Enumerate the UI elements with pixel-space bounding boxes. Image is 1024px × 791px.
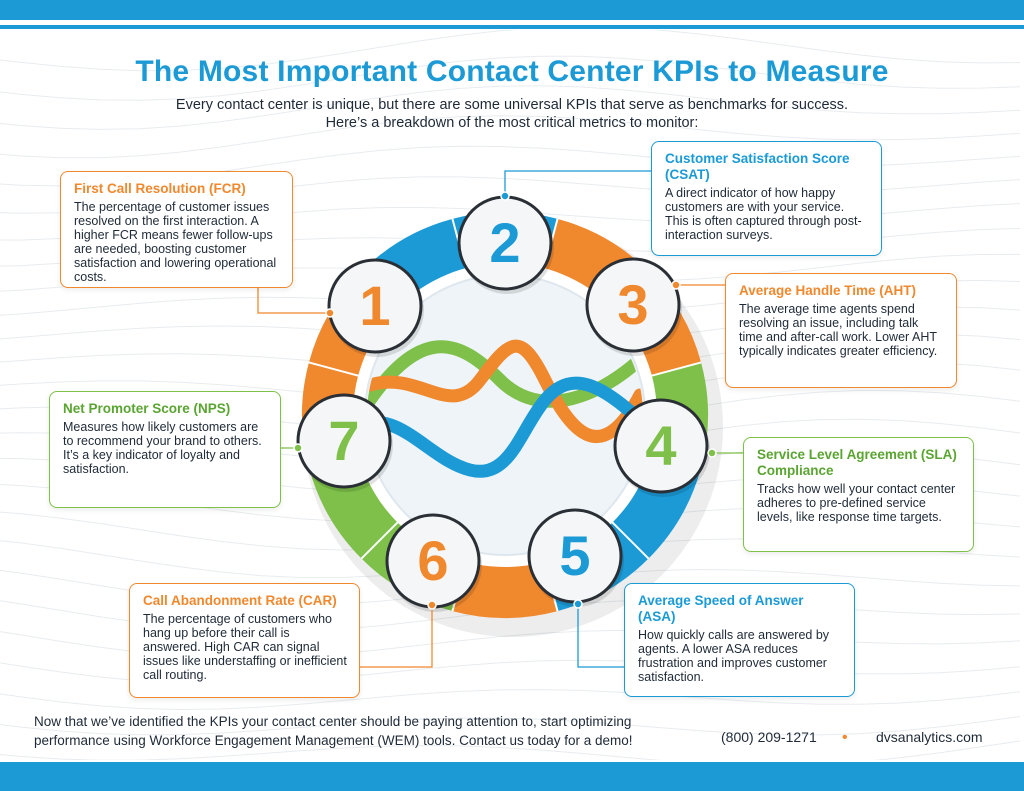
number-bubble-aht [585, 257, 681, 353]
wheel-ring-divider [360, 520, 400, 560]
kpi-card-sla: Service Level Agreement (SLA) Compliance… [743, 437, 974, 552]
footer-website-link[interactable]: dvsanalytics.com [876, 729, 983, 745]
kpi-number-fcr: 1 [359, 274, 390, 337]
top-banner-bar [0, 0, 1024, 20]
orange-wave-line [367, 339, 643, 443]
connector-dot-car [427, 600, 437, 610]
kpi-number-nps: 7 [328, 409, 359, 472]
kpi-card-asa: Average Speed of Answer (ASA) How quickl… [624, 583, 855, 697]
connector-dot-nps [293, 443, 303, 453]
number-bubble-nps [296, 393, 392, 489]
kpi-card-aht: Average Handle Time (AHT) The average ti… [725, 273, 957, 388]
footer-call-to-action: Now that we’ve identified the KPIs your … [34, 714, 633, 748]
connector-dot-asa [573, 599, 583, 609]
background-contour-line [0, 740, 1021, 760]
connector-dot-csat [500, 191, 510, 201]
background-contour-line [0, 55, 1021, 101]
connector-line-csat [504, 170, 651, 196]
kpi-number-car: 6 [417, 529, 448, 592]
footer-phone[interactable]: (800) 209-1271 [721, 729, 817, 745]
page-title: The Most Important Contact Center KPIs t… [135, 55, 889, 88]
connector-line-car [360, 605, 433, 668]
kpi-number-aht: 3 [617, 273, 648, 336]
connector-dot-aht [671, 280, 681, 290]
kpi-title: First Call Resolution (FCR) [74, 181, 246, 196]
kpi-card-nps: Net Promoter Score (NPS) Measures how li… [49, 391, 281, 508]
kpi-description: A direct indicator of how happy customer… [665, 186, 862, 242]
kpi-number-sla: 4 [645, 414, 676, 477]
footer-separator-dot: • [842, 729, 848, 746]
kpi-description: The percentage of customer issues resolv… [74, 200, 277, 284]
background-contour-line [0, 30, 1021, 72]
background-contour-line [0, 689, 1021, 711]
kpi-description: Measures how likely customers are to rec… [63, 420, 262, 476]
kpi-card-csat: Customer Satisfaction Score (CSAT) A dir… [651, 141, 882, 256]
top-banner-stripe [0, 25, 1024, 29]
kpi-description: The average time agents spend resolving … [739, 302, 938, 358]
blue-wave-line [367, 376, 643, 478]
kpi-description: Tracks how well your contact center adhe… [757, 482, 956, 524]
kpi-number-asa: 5 [559, 524, 590, 587]
wheel-ring-divider [308, 361, 361, 378]
kpi-number-csat: 2 [489, 211, 520, 274]
background-contour-line [0, 85, 1021, 130]
kpi-description: The percentage of customers who hang up … [143, 612, 347, 682]
subtitle-line-2: Here’s a breakdown of the most critical … [325, 115, 699, 131]
kpi-title: Service Level Agreement (SLA) Compliance [757, 447, 957, 478]
kpi-card-car: Call Abandonment Rate (CAR) The percenta… [129, 583, 360, 698]
wheel-ring-divider [649, 361, 702, 378]
number-bubble-fcr [327, 258, 423, 354]
kpi-title: Average Speed of Answer (ASA) [638, 593, 804, 624]
wheel-ring-divider [610, 520, 650, 560]
kpi-title: Average Handle Time (AHT) [739, 283, 917, 298]
kpi-description: How quickly calls are answered by agents… [638, 628, 830, 684]
wave-lines-group [367, 339, 643, 478]
number-bubble-sla [613, 398, 709, 494]
bottom-banner-bar [0, 762, 1024, 791]
kpi-card-fcr: First Call Resolution (FCR) The percenta… [60, 171, 293, 288]
background-contour-line [0, 115, 1021, 159]
kpi-title: Net Promoter Score (NPS) [63, 401, 231, 416]
connector-dot-fcr [325, 308, 335, 318]
connector-line-asa [577, 604, 624, 668]
page-subtitle: Every contact center is unique, but ther… [120, 96, 904, 132]
subtitle-line-1: Every contact center is unique, but ther… [175, 97, 849, 113]
kpi-title: Customer Satisfaction Score (CSAT) [665, 151, 850, 182]
connector-dot-sla [707, 448, 717, 458]
connector-line-fcr [257, 288, 330, 314]
background-contour-line [0, 716, 1021, 736]
kpi-title: Call Abandonment Rate (CAR) [143, 593, 337, 608]
